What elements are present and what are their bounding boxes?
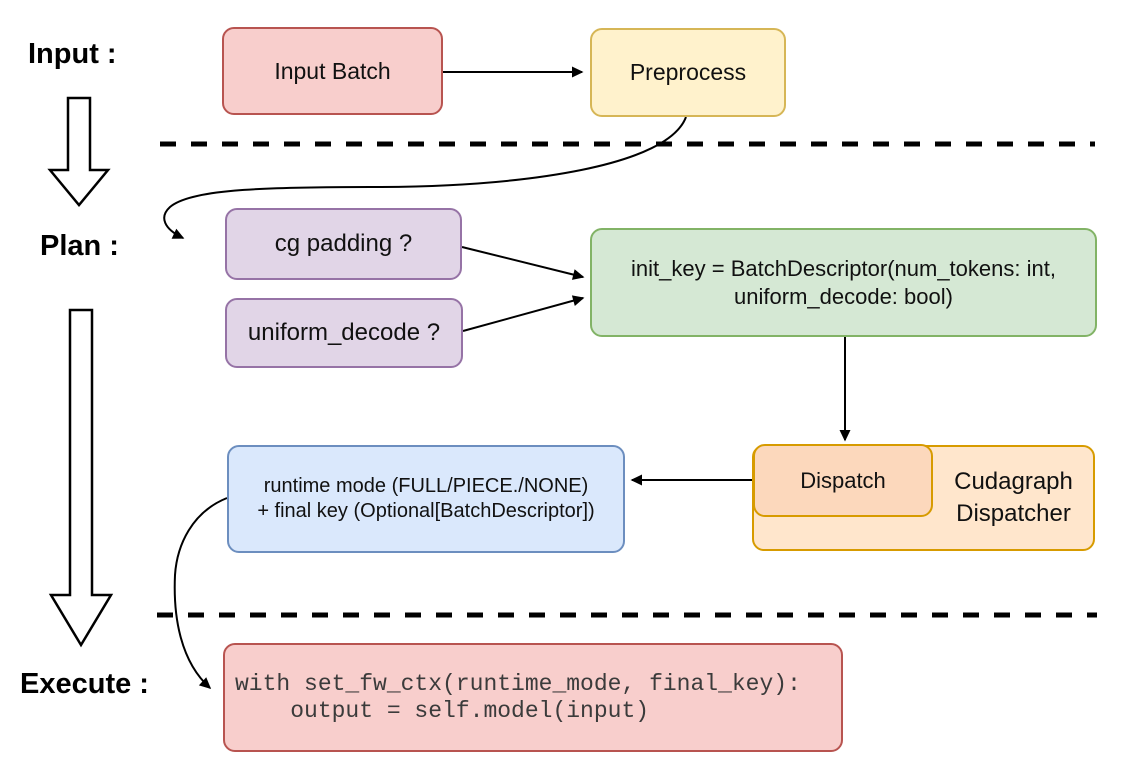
node-cg-padding-label: cg padding ?	[274, 230, 413, 257]
node-preprocess: Preprocess	[590, 28, 786, 117]
node-uniform-decode: uniform_decode ?	[225, 298, 463, 368]
node-dispatch: Dispatch	[753, 444, 933, 517]
edge-uniform-decode-to-init-key	[462, 295, 585, 332]
node-input-batch-label: Input Batch	[274, 57, 391, 84]
node-cudagraph-line2: Dispatcher	[956, 500, 1071, 527]
node-execute-code: with set_fw_ctx(runtime_mode, final_key)…	[223, 643, 843, 752]
hollow-arrow-plan-to-execute	[48, 308, 114, 648]
node-cg-padding: cg padding ?	[225, 208, 462, 280]
stage-label-execute: Execute :	[20, 668, 149, 700]
node-dispatch-label: Dispatch	[800, 467, 886, 493]
edge-runtime-to-execute-code	[173, 497, 228, 690]
stage-label-plan: Plan :	[40, 230, 119, 262]
edge-preprocess-to-cg-padding	[163, 116, 687, 239]
node-cudagraph-line1: Cudagraph	[954, 467, 1073, 495]
hollow-arrow-input-to-plan	[47, 96, 111, 207]
node-uniform-decode-label: uniform_decode ?	[247, 319, 441, 346]
node-runtime-mode-line1: runtime mode (FULL/PIECE./NONE)	[263, 475, 589, 497]
node-runtime-mode: runtime mode (FULL/PIECE./NONE) + final …	[227, 445, 625, 553]
node-cudagraph-dispatcher-label: Cudagraph Dispatcher	[934, 447, 1093, 549]
stage-label-input: Input :	[28, 38, 117, 70]
node-init-key-line2: uniform_decode: bool)	[734, 283, 953, 309]
edge-cg-padding-to-init-key	[461, 246, 585, 280]
node-input-batch: Input Batch	[222, 27, 443, 115]
node-init-key-line1: init_key = BatchDescriptor(num_tokens: i…	[631, 256, 1056, 281]
node-init-key: init_key = BatchDescriptor(num_tokens: i…	[590, 228, 1097, 337]
execute-code-line1: with set_fw_ctx(runtime_mode, final_key)…	[235, 670, 801, 697]
node-preprocess-label: Preprocess	[629, 59, 747, 86]
node-runtime-mode-line2: + final key (Optional[BatchDescriptor])	[257, 500, 595, 522]
execute-code-line2: output = self.model(input)	[235, 697, 650, 724]
